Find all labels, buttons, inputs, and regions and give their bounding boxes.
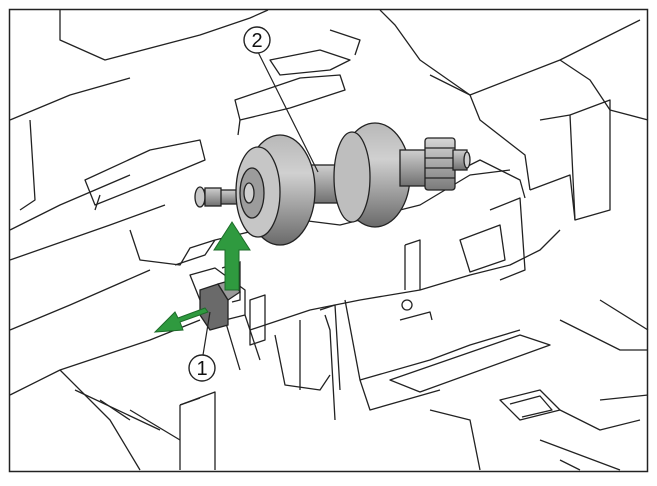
scanner-body	[9, 9, 649, 471]
callout-2-label: 2	[251, 30, 262, 52]
lift-arrow	[213, 221, 251, 291]
push-arrow	[153, 307, 209, 333]
callout-2: 2	[243, 26, 271, 54]
callout-leaders	[202, 51, 319, 356]
callout-1-label: 1	[196, 358, 207, 380]
roller-assembly	[194, 122, 471, 246]
figure-border	[8, 8, 649, 473]
callout-1: 1	[188, 354, 216, 382]
release-lever	[199, 261, 241, 331]
